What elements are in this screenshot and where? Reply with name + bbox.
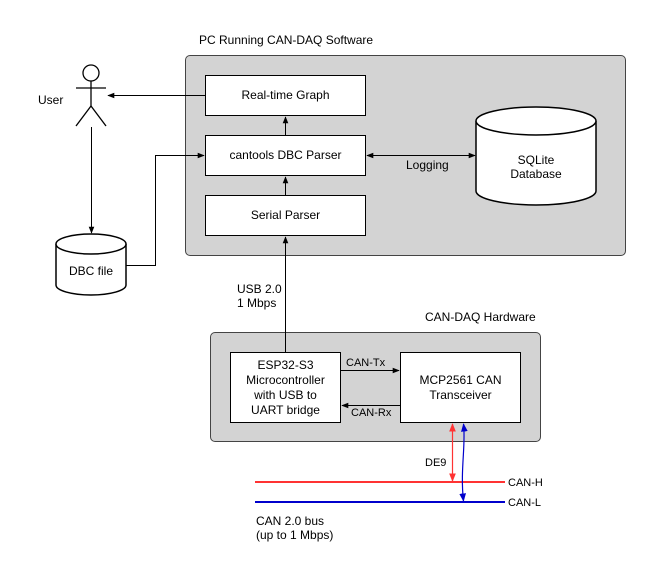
dbc-parser-node: cantools DBC Parser [205,135,366,176]
can-l-link-arrow [459,423,468,502]
usb-label: USB 2.0 1 Mbps [237,282,282,310]
esp32-mcu-label: ESP32-S3 Microcontroller with USB to UAR… [246,357,325,417]
can-rx-label: CAN-Rx [351,407,392,419]
esp32-mcu-node: ESP32-S3 Microcontroller with USB to UAR… [230,352,341,423]
can-bus-title: CAN 2.0 bus (up to 1 Mbps) [256,514,334,542]
realtime-graph-label: Real-time Graph [241,88,330,102]
sqlite-database-node [475,106,597,206]
serial-parser-node: Serial Parser [205,195,366,236]
sqlite-database-label: SQLite Database [510,153,562,181]
pc-group-title: PC Running CAN-DAQ Software [199,33,374,47]
can-h-label: CAN-H [508,477,543,489]
can-l-label: CAN-L [508,497,542,509]
logging-label: Logging [406,158,449,172]
dbc-file-node [55,233,127,296]
dbcfile-to-parser-arrow [126,152,205,266]
can-tx-label: CAN-Tx [346,357,386,369]
dbc-parser-label: cantools DBC Parser [229,148,342,162]
user-actor-icon [75,64,107,127]
user-label: User [38,93,64,107]
realtime-graph-node: Real-time Graph [205,75,366,116]
serial-parser-label: Serial Parser [250,208,321,222]
mcp2561-transceiver-node: MCP2561 CAN Transceiver [400,352,521,423]
dbc-file-label: DBC file [68,264,113,278]
hw-group-title: CAN-DAQ Hardware [425,310,536,324]
de9-label: DE9 [425,457,447,469]
mcp2561-transceiver-label: MCP2561 CAN Transceiver [419,372,502,402]
